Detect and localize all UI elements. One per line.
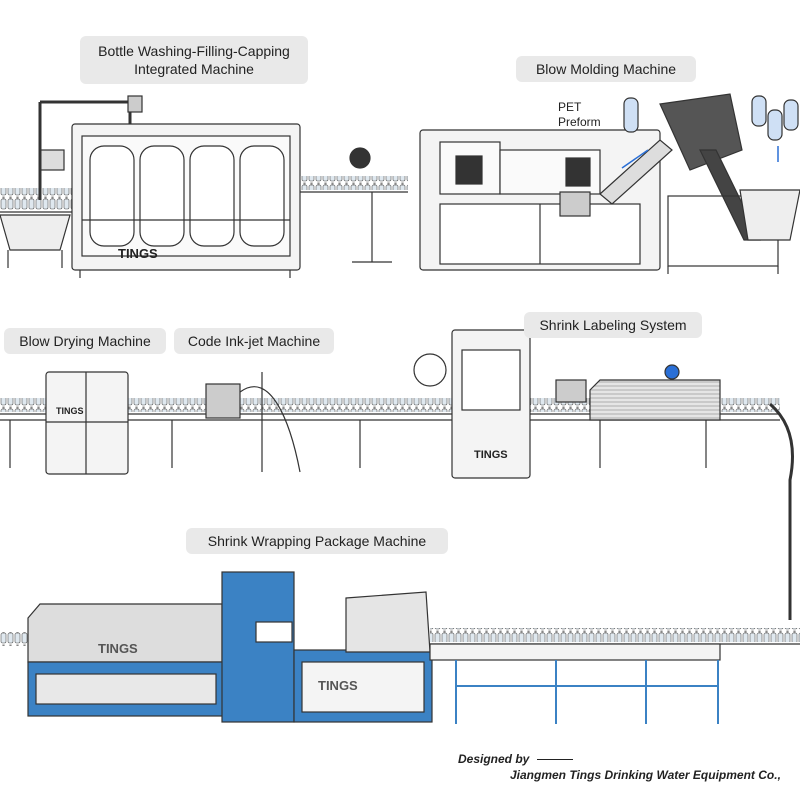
label-washing-filling-capping: Bottle Washing-Filling-Capping Integrate… [80, 36, 308, 84]
label-shrink-wrapping: Shrink Wrapping Package Machine [186, 528, 448, 554]
label-washing-line-2: Integrated Machine [134, 61, 254, 77]
output-conveyor [429, 628, 800, 724]
label-blow-drying: Blow Drying Machine [4, 328, 166, 354]
credit-designed-by-text: Designed by [458, 752, 530, 766]
row-3-equipment [0, 571, 800, 724]
washing-filling-capping-machine [0, 95, 301, 278]
machine-logo-labeling: TINGS [474, 449, 508, 461]
pet-preform-icons [623, 95, 799, 141]
machine-logo-washing: TINGS [118, 246, 158, 261]
shrink-labeling-system [413, 329, 721, 479]
blow-drying-machine [45, 371, 129, 475]
blow-molding-machine [419, 93, 800, 274]
label-pet-line-1: PET [558, 100, 582, 114]
label-pet-preform: PET Preform [558, 100, 601, 130]
label-washing-line-1: Bottle Washing-Filling-Capping [98, 43, 290, 59]
label-shrink-labeling: Shrink Labeling System [524, 312, 702, 338]
machine-logo-wrapping-2: TINGS [318, 678, 358, 693]
machine-logo-wrapping-1: TINGS [98, 641, 138, 656]
row-1-equipment [0, 93, 800, 278]
label-pet-line-2: Preform [558, 115, 601, 129]
machine-logo-drying: TINGS [56, 406, 84, 416]
conveyor-stands [9, 420, 707, 468]
code-inkjet-machine [205, 372, 301, 473]
label-blow-molding: Blow Molding Machine [516, 56, 696, 82]
row-2-equipment [0, 329, 794, 620]
credit-company: Jiangmen Tings Drinking Water Equipment … [510, 768, 781, 782]
credit-designed-by: Designed by [458, 752, 573, 766]
shrink-wrapping-machine [27, 571, 433, 723]
label-code-inkjet: Code Ink-jet Machine [174, 328, 334, 354]
credit-dash [536, 759, 573, 761]
